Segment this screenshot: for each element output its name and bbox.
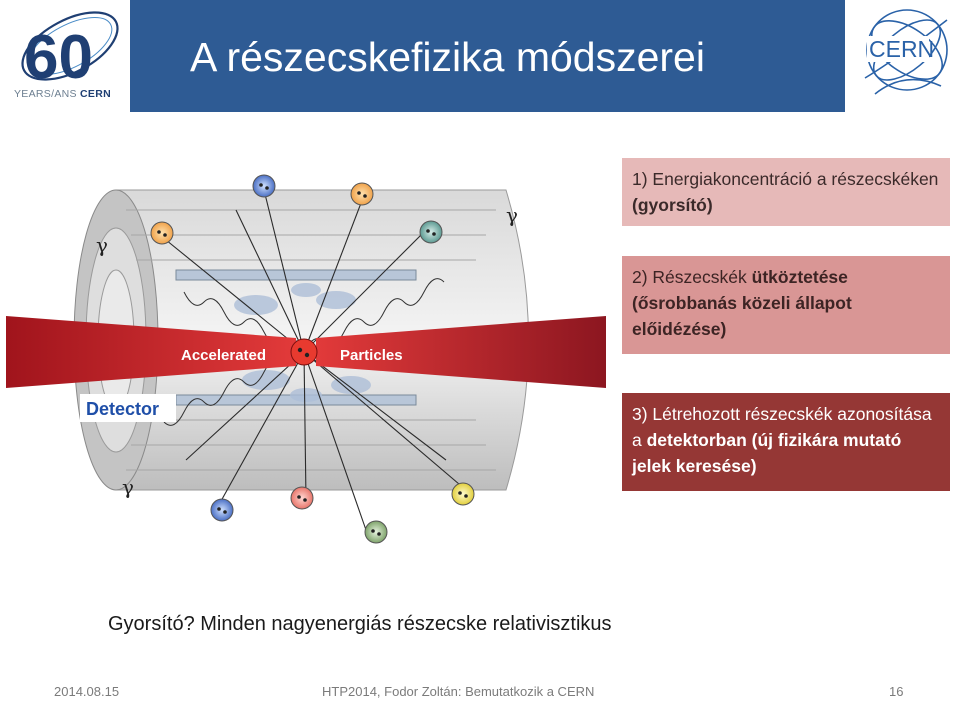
accelerated-label: Accelerated xyxy=(181,347,266,364)
step-3-bold: detektorban (új fizikára mutató jelek ke… xyxy=(632,430,902,476)
particles-label: Particles xyxy=(340,347,403,364)
detector-label: Detector xyxy=(86,399,159,419)
cern-logo: CERN xyxy=(864,9,948,95)
logo-years-caption: YEARS/ANS CERN xyxy=(14,88,111,100)
step-2-box: 2) Részecskék ütköztetése (ősrobbanás kö… xyxy=(622,256,950,354)
page-title: A részecskefizika módszerei xyxy=(190,34,705,80)
step-1-bold: (gyorsító) xyxy=(632,195,713,215)
step-2-bold: ütköztetése (ősrobbanás közeli állapot e… xyxy=(632,267,852,339)
footer-date: 2014.08.15 xyxy=(54,684,120,699)
cern-logo-text: CERN xyxy=(869,36,934,62)
step-1-box: 1) Energiakoncentráció a részecskéken (g… xyxy=(622,158,950,226)
step-3-text: 3) Létrehozott részecskék azonosítása a xyxy=(632,404,932,450)
step-2-text: 2) Részecskék xyxy=(632,267,752,287)
detector-diagram: Accelerated Particles Detector γ γ γ xyxy=(6,174,606,544)
step-3-box: 3) Létrehozott részecskék azonosítása a … xyxy=(622,393,950,491)
particle-balls xyxy=(150,174,475,544)
footer-title: HTP2014, Fodor Zoltán: Bemutatkozik a CE… xyxy=(322,684,595,699)
cern-60-years-logo: 60 YEARS/ANS CERN xyxy=(8,4,124,102)
gamma-symbol-top: γ xyxy=(506,203,518,227)
bottom-statement: Gyorsító? Minden nagyenergiás részecske … xyxy=(108,613,612,635)
cern-60-logo-graphic: 60 xyxy=(21,11,119,92)
logo-number: 60 xyxy=(24,23,93,88)
slide-number: 16 xyxy=(889,684,904,699)
gamma-symbol-bottom: γ xyxy=(122,475,134,499)
gamma-symbol-left: γ xyxy=(96,233,108,257)
step-1-text: 1) Energiakoncentráció a részecskéken xyxy=(632,169,939,189)
title-bar: A részecskefizika módszerei xyxy=(130,0,845,112)
